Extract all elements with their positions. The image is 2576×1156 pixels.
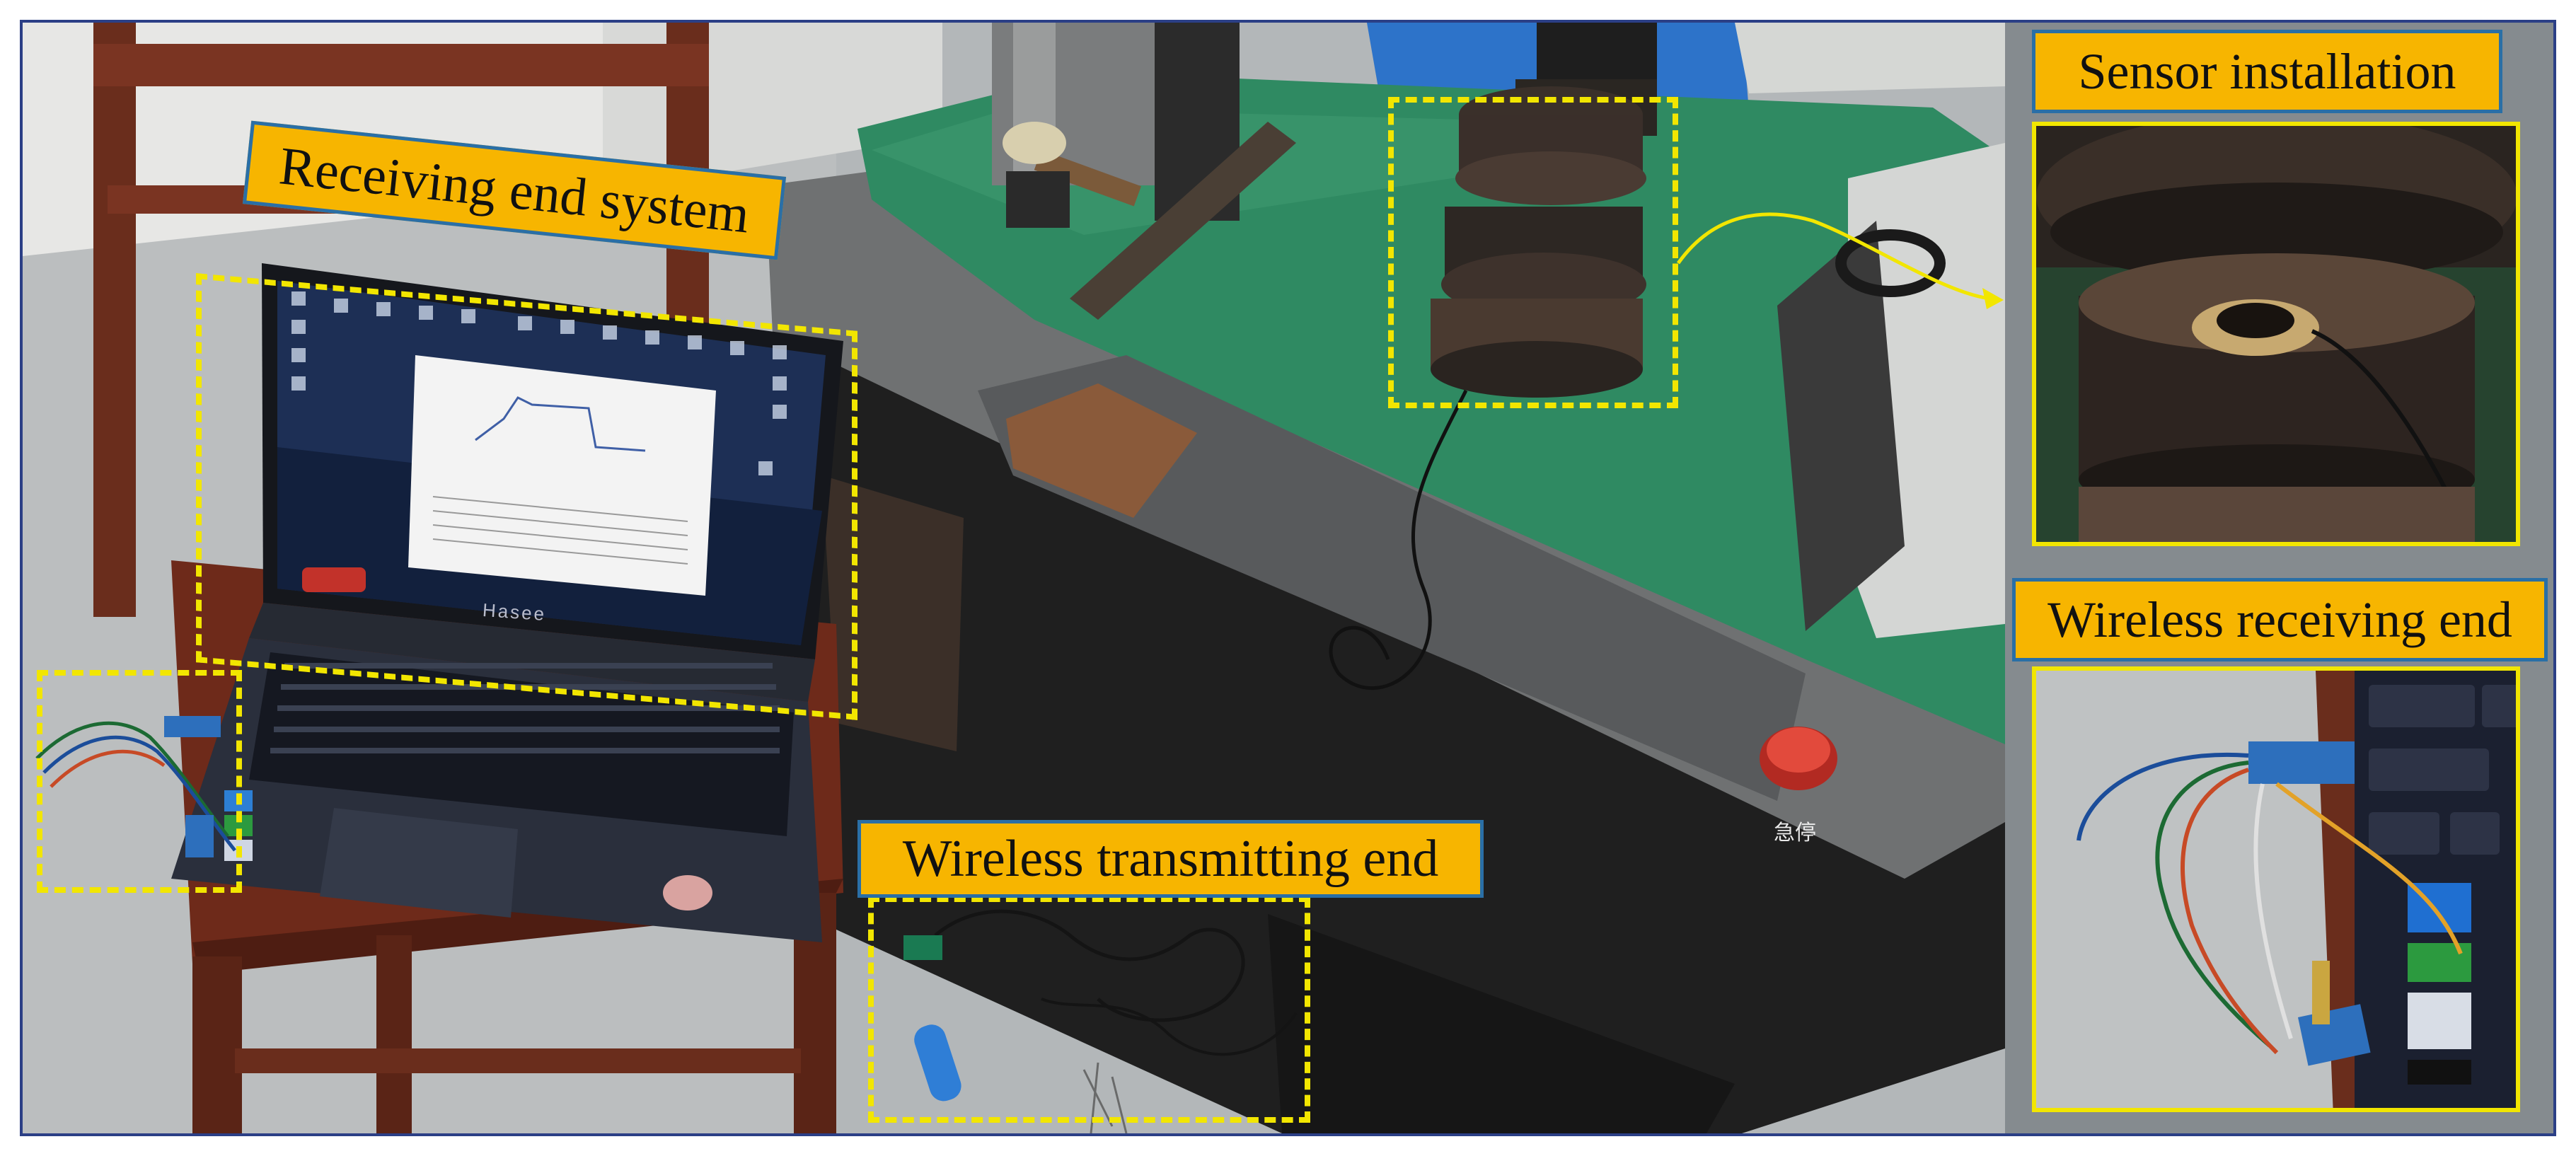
figure-frame: Hasee 急停 Receiving end system Wireless t… [20, 20, 2556, 1136]
wireless-receiving-end-label: Wireless receiving end [2012, 578, 2548, 661]
sensor-installation-label: Sensor installation [2032, 30, 2502, 113]
sensor-connector-arrow [1676, 212, 2004, 309]
transmitting-end-label: Wireless transmitting end [857, 820, 1484, 898]
emergency-stop-label: 急停 [1774, 821, 1816, 845]
receiving-end-dashed-box [196, 273, 857, 720]
receiver-inset-photo [2032, 666, 2520, 1112]
sensor-closeup-illustration [2036, 126, 2516, 542]
receiver-closeup-illustration [2036, 671, 2516, 1108]
transmitting-end-dashed-box [868, 896, 1310, 1123]
main-photo: Hasee 急停 Receiving end system Wireless t… [23, 23, 2005, 1133]
left-module-dashed-box [37, 670, 242, 893]
sensor-inset-photo [2032, 122, 2520, 546]
sensor-dashed-box [1388, 97, 1678, 408]
inset-panel: Sensor installation Wireless receiving e… [2005, 23, 2553, 1133]
